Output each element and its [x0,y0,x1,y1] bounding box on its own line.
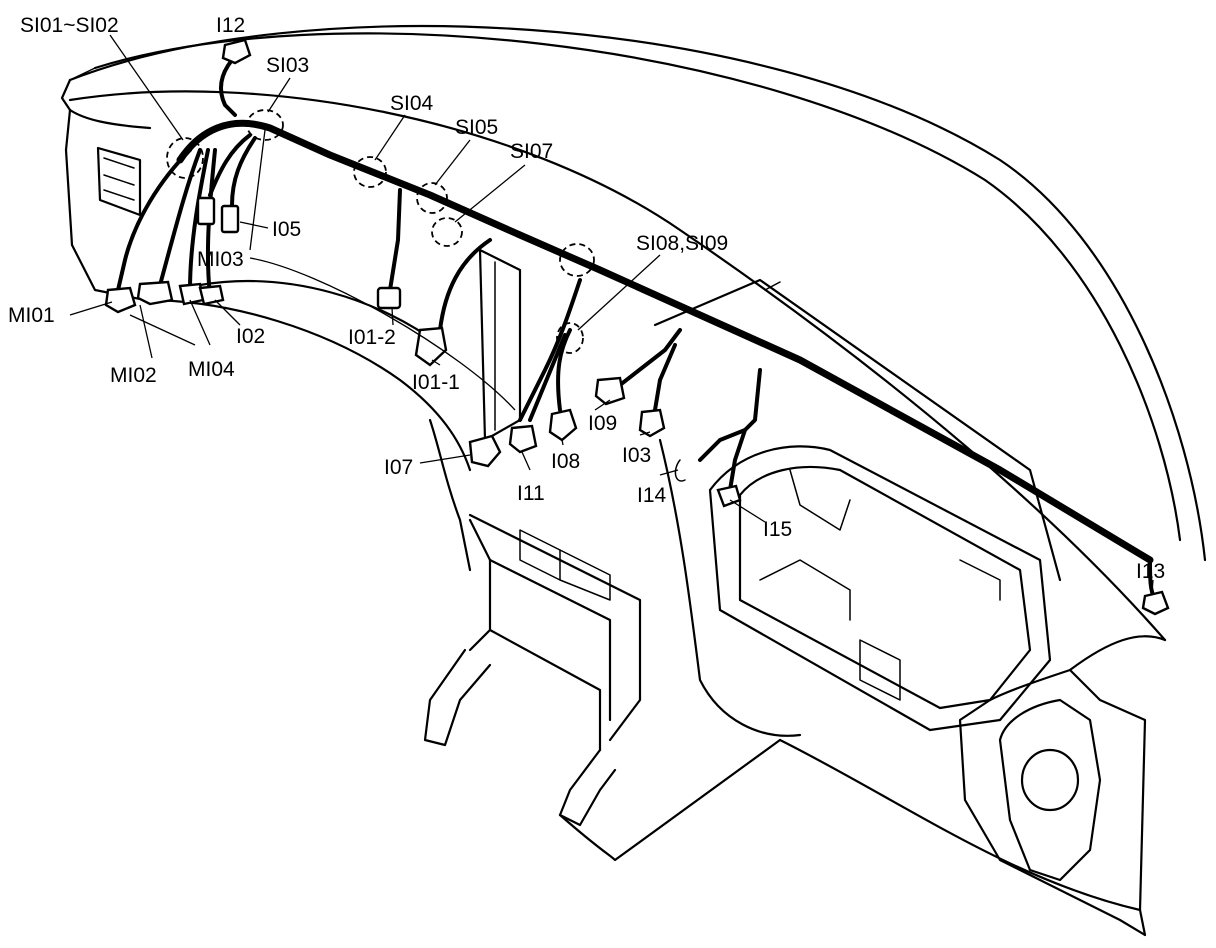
connector-mi02 [136,280,174,306]
wiring-harness [116,58,1157,602]
connector-i03 [638,408,666,438]
label-mi02: MI02 [110,364,157,387]
label-i12: I12 [216,14,245,37]
connector-i02 [198,284,225,306]
label-si07: SI07 [510,140,553,163]
label-si04: SI04 [390,92,434,115]
dashboard-outline [60,25,1207,937]
label-i03: I03 [622,444,651,467]
leader-lines [69,34,1154,593]
splice-si04 [353,156,387,188]
splice-si05 [416,182,448,214]
connector-i11 [508,424,538,454]
label-si08-si09: SI08,SI09 [636,232,728,255]
connector-i13 [1141,590,1170,616]
connector-mi03 [196,196,216,226]
label-i13: I13 [1136,560,1165,583]
label-i15: I15 [763,518,792,541]
splice-si08-upper [559,243,595,277]
splice-si03 [246,109,284,141]
connector-i08 [548,408,578,442]
splice-si08-si09 [556,322,584,354]
label-i02: I02 [236,325,265,348]
splice-markers [166,109,595,354]
label-si01-si02: SI01~SI02 [20,14,119,37]
label-mi01: MI01 [8,304,55,327]
label-i09: I09 [588,412,617,435]
label-si03: SI03 [266,54,309,77]
connector-i12 [221,38,252,65]
label-i11: I11 [517,482,545,505]
label-i08: I08 [551,450,580,473]
labels: SI01~SI02 I12 SI03 SI04 SI05 SI07 I05 MI… [8,14,1165,583]
label-i14: I14 [637,484,667,507]
connector-i05 [220,204,240,234]
label-mi04: MI04 [188,358,235,381]
label-si05: SI05 [455,116,498,139]
label-i07: I07 [384,456,413,479]
label-i01-2: I01-2 [348,326,396,349]
connector-i01-2 [376,286,402,310]
splice-si07 [431,217,463,247]
splice-si01-si02 [166,137,204,179]
connector-i15 [716,484,742,508]
connector-i14 [674,459,686,482]
connector-mi01 [104,286,137,314]
label-i05: I05 [272,218,301,241]
label-mi03: MI03 [197,248,244,271]
connector-i07 [468,434,502,468]
connector-i09 [594,376,626,406]
label-i01-1: I01-1 [412,371,460,394]
connector-i01-1 [414,326,448,367]
